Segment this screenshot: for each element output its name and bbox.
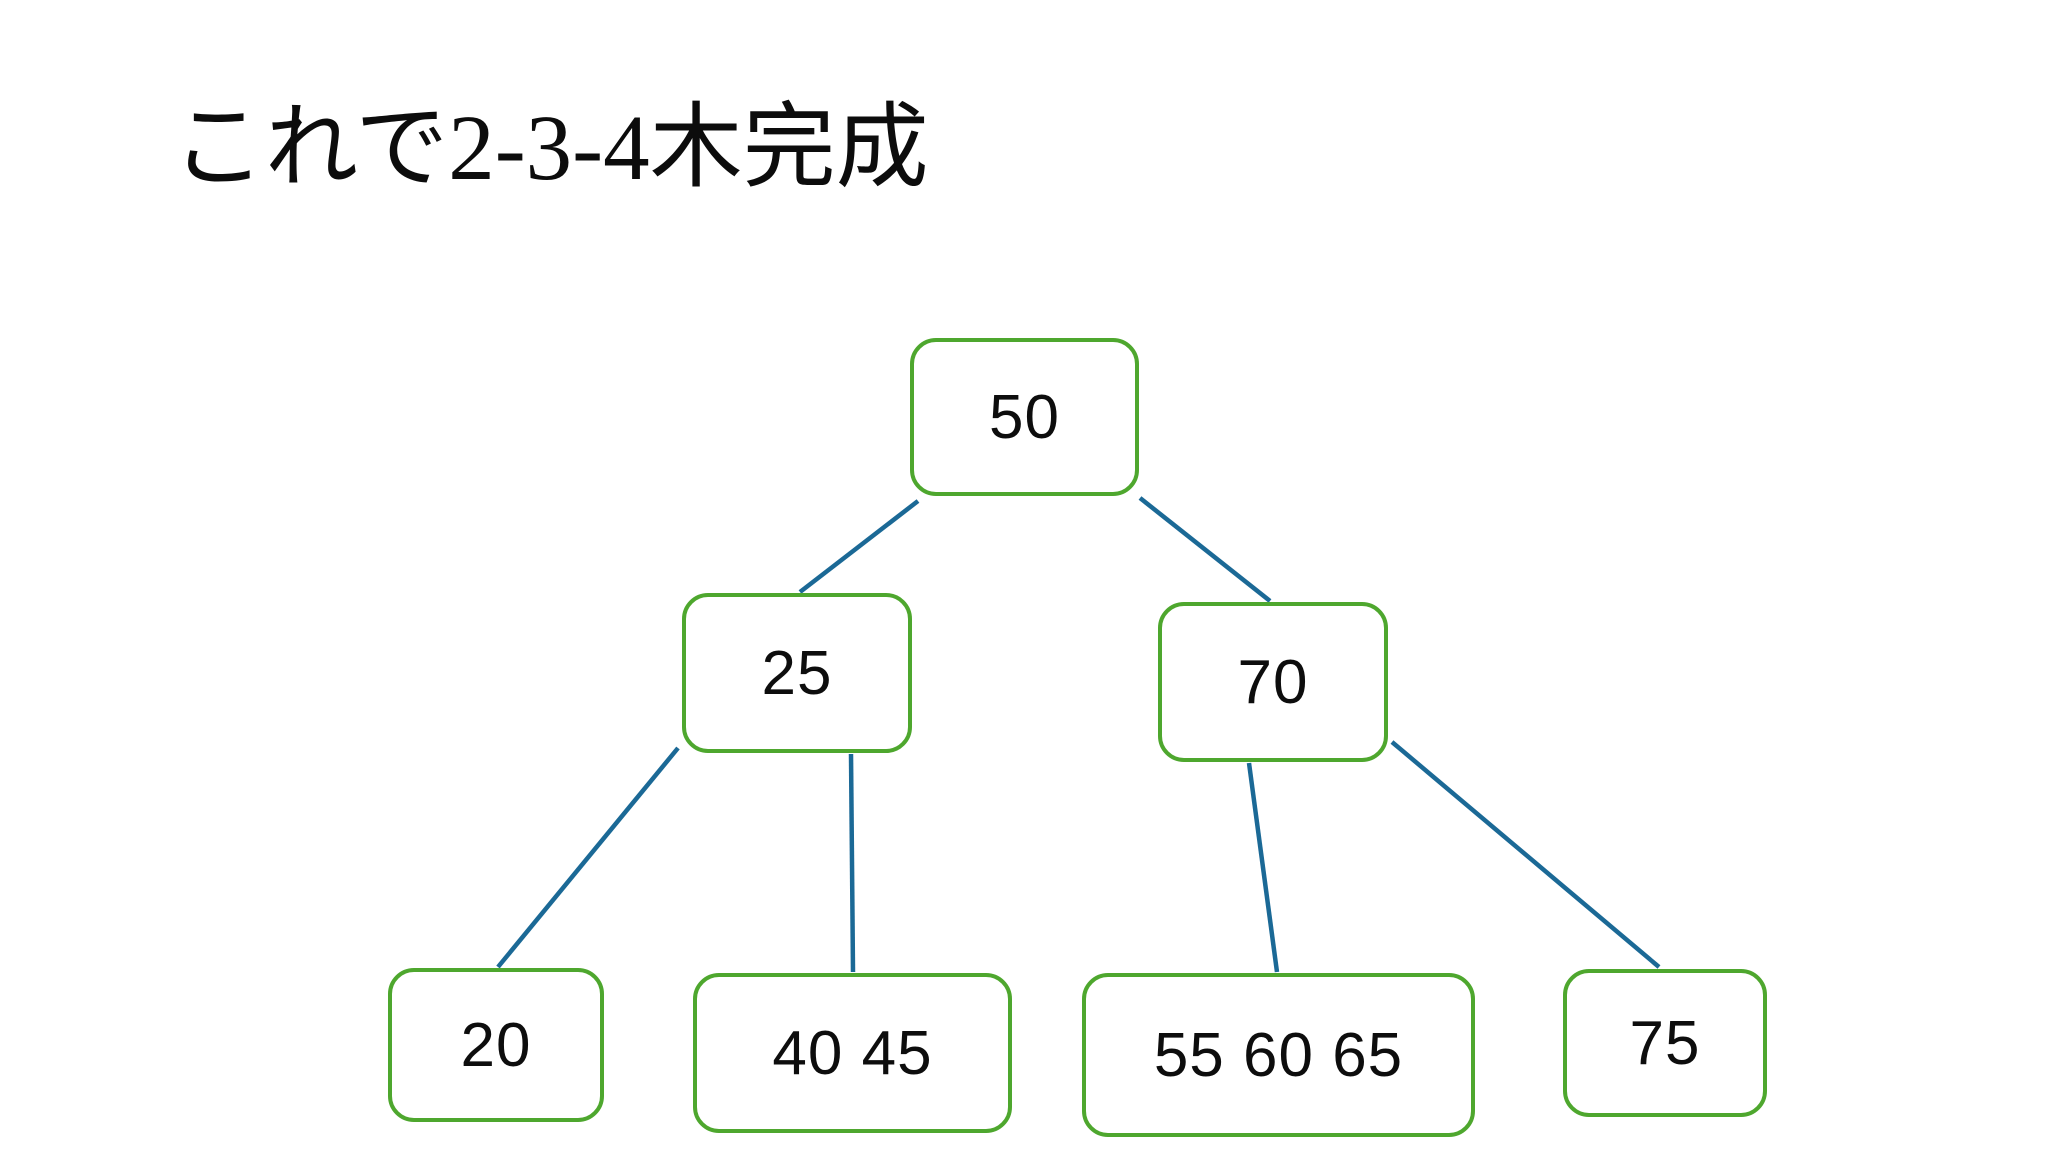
tree-node-internal-right: 70 (1158, 602, 1388, 762)
tree-node-leaf-4: 75 (1563, 969, 1767, 1117)
edge-50-25 (798, 499, 920, 594)
edge-25-40-45 (848, 753, 856, 973)
tree-node-leaf-3: 55 60 65 (1082, 973, 1475, 1137)
slide-title: これで2-3-4木完成 (172, 97, 929, 200)
edge-70-55-60-65 (1246, 762, 1280, 973)
edge-70-75 (1390, 740, 1661, 969)
tree-node-leaf-2: 40 45 (693, 973, 1012, 1133)
tree-node-internal-left: 25 (682, 593, 912, 753)
edge-25-20 (496, 746, 680, 969)
tree-node-root: 50 (910, 338, 1139, 496)
tree-node-leaf-1: 20 (388, 968, 604, 1122)
edge-50-70 (1138, 496, 1272, 603)
